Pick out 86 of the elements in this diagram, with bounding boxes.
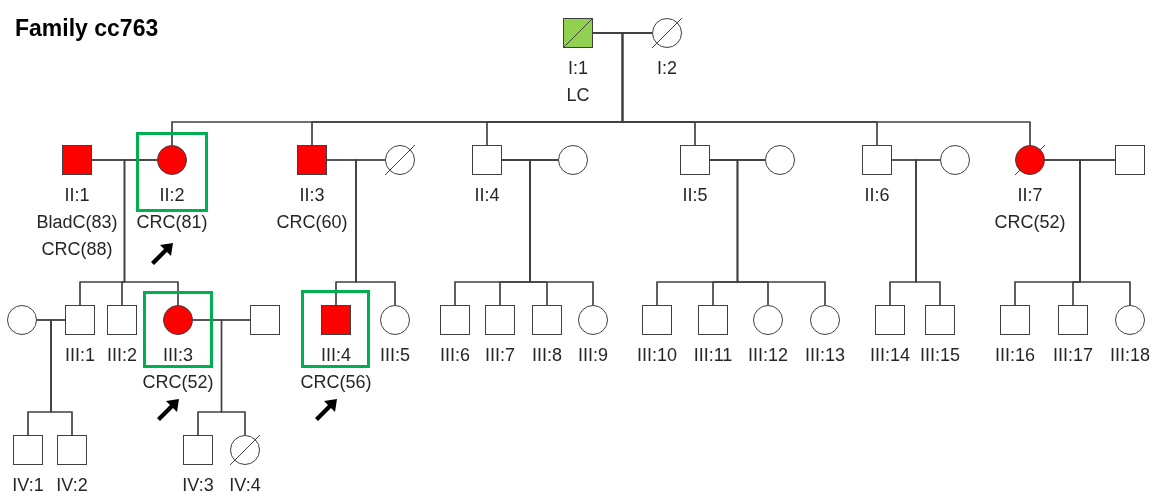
female-symbol: [578, 305, 608, 335]
individual-id: III:3: [163, 344, 193, 366]
diagnosis-label: LC: [566, 84, 590, 106]
diagram-title: Family cc763: [15, 14, 159, 43]
male-symbol: [532, 305, 562, 335]
male-symbol: [875, 305, 905, 335]
individual-id: IV:4: [229, 474, 261, 496]
male-symbol: [57, 435, 87, 465]
deceased-female-symbol: [1015, 145, 1045, 175]
individual-id: III:7: [485, 344, 515, 366]
individual-id: IV:3: [182, 474, 214, 496]
female-symbol: [810, 305, 840, 335]
individual-id: I:1: [568, 57, 588, 79]
individual-id: III:6: [440, 344, 470, 366]
individual-id: II:3: [299, 184, 325, 206]
individual-id: III:1: [65, 344, 95, 366]
deceased-female-symbol: [385, 145, 415, 175]
individual-id: IV:1: [12, 474, 44, 496]
deceased-female-symbol: [230, 435, 260, 465]
individual-id: I:2: [657, 57, 677, 79]
descent-line: [50, 319, 73, 436]
male-symbol: [440, 305, 470, 335]
individual-id: IV:2: [56, 474, 88, 496]
diagnosis-label: CRC(52): [994, 211, 1066, 233]
diagnosis-label: BladC(83): [36, 211, 118, 233]
male-symbol: [642, 305, 672, 335]
male-symbol: [13, 435, 43, 465]
male-symbol: [183, 435, 213, 465]
female-symbol: [558, 145, 588, 175]
diagnosis-label: CRC(81): [136, 211, 208, 233]
individual-id: III:12: [748, 344, 788, 366]
male-symbol: [680, 145, 710, 175]
individual-id: II:5: [682, 184, 708, 206]
diagnosis-label: CRC(60): [276, 211, 348, 233]
individual-id: III:13: [805, 344, 845, 366]
deceased-female-symbol: [652, 18, 682, 48]
male-symbol: [107, 305, 137, 335]
female-symbol: [157, 145, 187, 175]
female-symbol: [940, 145, 970, 175]
male-symbol: [485, 305, 515, 335]
male-symbol: [1115, 145, 1145, 175]
male-symbol: [1000, 305, 1030, 335]
female-symbol: [765, 145, 795, 175]
male-symbol: [62, 145, 92, 175]
individual-id: III:17: [1053, 344, 1093, 366]
female-symbol: [380, 305, 410, 335]
deceased-male-symbol: [297, 145, 327, 175]
male-symbol: [862, 145, 892, 175]
descent-line: [355, 159, 396, 306]
descent-line: [220, 319, 251, 436]
individual-id: II:1: [64, 184, 90, 206]
female-symbol: [163, 305, 193, 335]
individual-id: III:8: [532, 344, 562, 366]
male-symbol: [321, 305, 351, 335]
individual-id: III:15: [920, 344, 960, 366]
descent-line: [1079, 159, 1131, 306]
individual-id: III:10: [637, 344, 677, 366]
diagnosis-label: CRC(88): [41, 238, 113, 260]
individual-id: II:6: [864, 184, 890, 206]
male-symbol: [698, 305, 728, 335]
individual-id: III:14: [870, 344, 910, 366]
diagnosis-label: CRC(52): [142, 371, 214, 393]
male-symbol: [925, 305, 955, 335]
individual-id: II:7: [1017, 184, 1043, 206]
male-symbol: [65, 305, 95, 335]
individual-id: III:4: [321, 344, 351, 366]
individual-id: III:2: [107, 344, 137, 366]
individual-id: II:2: [159, 184, 185, 206]
diagnosis-label: CRC(56): [300, 371, 372, 393]
descent-line: [736, 159, 826, 306]
deceased-male-symbol: [563, 18, 593, 48]
individual-id: III:11: [693, 344, 733, 366]
female-symbol: [1115, 305, 1145, 335]
descent-line: [529, 159, 594, 306]
male-symbol: [250, 305, 280, 335]
individual-id: III:5: [380, 344, 410, 366]
individual-id: III:9: [578, 344, 608, 366]
male-symbol: [1058, 305, 1088, 335]
descent-line: [123, 159, 179, 306]
female-symbol: [753, 305, 783, 335]
male-symbol: [472, 145, 502, 175]
female-symbol: [7, 305, 37, 335]
individual-id: II:4: [474, 184, 500, 206]
individual-id: III:18: [1110, 344, 1150, 366]
descent-line: [915, 159, 941, 306]
individual-id: III:16: [995, 344, 1035, 366]
